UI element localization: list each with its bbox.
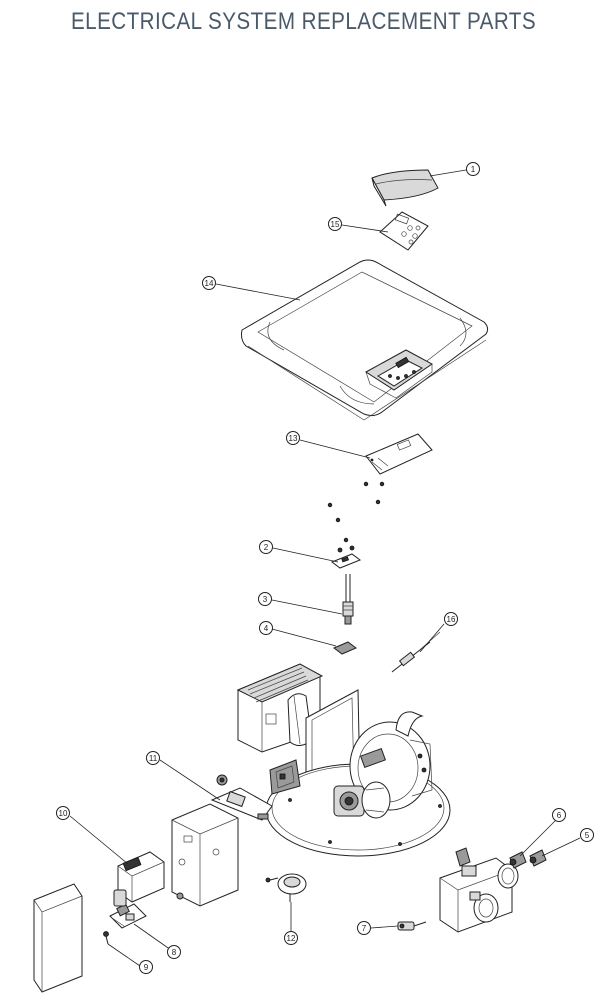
callout-9: 9 bbox=[139, 960, 153, 974]
callout-8: 8 bbox=[167, 945, 181, 959]
svg-text:7: 7 bbox=[362, 924, 367, 933]
callout-13: 13 bbox=[286, 431, 300, 445]
svg-text:15: 15 bbox=[331, 220, 340, 229]
part-1-cover-cap bbox=[371, 169, 439, 207]
part-3-sensor-probe bbox=[342, 574, 354, 625]
part-13-circuit-board bbox=[365, 433, 433, 475]
svg-text:4: 4 bbox=[264, 624, 269, 633]
part-15-control-overlay bbox=[379, 211, 429, 251]
callout-10: 10 bbox=[56, 806, 70, 820]
part-12-pressure-switch bbox=[265, 873, 307, 902]
mounting-screws bbox=[327, 481, 385, 553]
svg-text:6: 6 bbox=[557, 811, 562, 820]
svg-text:5: 5 bbox=[585, 831, 590, 840]
svg-text:2: 2 bbox=[264, 543, 269, 552]
svg-text:8: 8 bbox=[172, 948, 177, 957]
svg-text:12: 12 bbox=[287, 934, 296, 943]
part-5-fitting bbox=[529, 849, 547, 867]
callout-1: 1 bbox=[466, 162, 480, 176]
callout-15: 15 bbox=[328, 217, 342, 231]
svg-text:13: 13 bbox=[289, 434, 298, 443]
callout-16: 16 bbox=[444, 612, 458, 626]
wiring-panel bbox=[269, 759, 301, 795]
svg-text:9: 9 bbox=[144, 963, 149, 972]
callout-4: 4 bbox=[259, 621, 273, 635]
part-16-thermistor bbox=[391, 631, 441, 673]
callout-12: 12 bbox=[284, 931, 298, 945]
part-14-top-lid bbox=[241, 259, 489, 421]
callout-2: 2 bbox=[259, 540, 273, 554]
side-panel bbox=[33, 883, 83, 993]
callout-14: 14 bbox=[202, 276, 216, 290]
inducer-motor bbox=[333, 781, 391, 819]
svg-text:11: 11 bbox=[149, 754, 158, 763]
callout-3: 3 bbox=[258, 592, 272, 606]
svg-text:10: 10 bbox=[59, 809, 68, 818]
page-title: ELECTRICAL SYSTEM REPLACEMENT PARTS bbox=[70, 8, 537, 35]
part-7-temperature-sensor bbox=[397, 921, 427, 931]
part-11-transformer bbox=[210, 787, 273, 821]
svg-text:14: 14 bbox=[205, 279, 214, 288]
callout-11: 11 bbox=[146, 751, 160, 765]
svg-text:3: 3 bbox=[263, 595, 268, 604]
gas-valve-assembly bbox=[439, 847, 519, 933]
callout-6: 6 bbox=[552, 808, 566, 822]
control-box-enclosure bbox=[171, 803, 239, 907]
svg-text:1: 1 bbox=[471, 165, 476, 174]
part-4-gasket bbox=[333, 641, 357, 655]
bushing bbox=[216, 774, 228, 786]
callout-5: 5 bbox=[580, 828, 594, 842]
part-2-bracket bbox=[330, 553, 362, 569]
part-8-relay-board bbox=[109, 889, 147, 929]
callout-7: 7 bbox=[357, 921, 371, 935]
svg-text:16: 16 bbox=[447, 615, 456, 624]
leader-lines bbox=[69, 169, 581, 967]
part-6-fitting bbox=[509, 851, 527, 869]
part-9-screw bbox=[103, 931, 109, 945]
